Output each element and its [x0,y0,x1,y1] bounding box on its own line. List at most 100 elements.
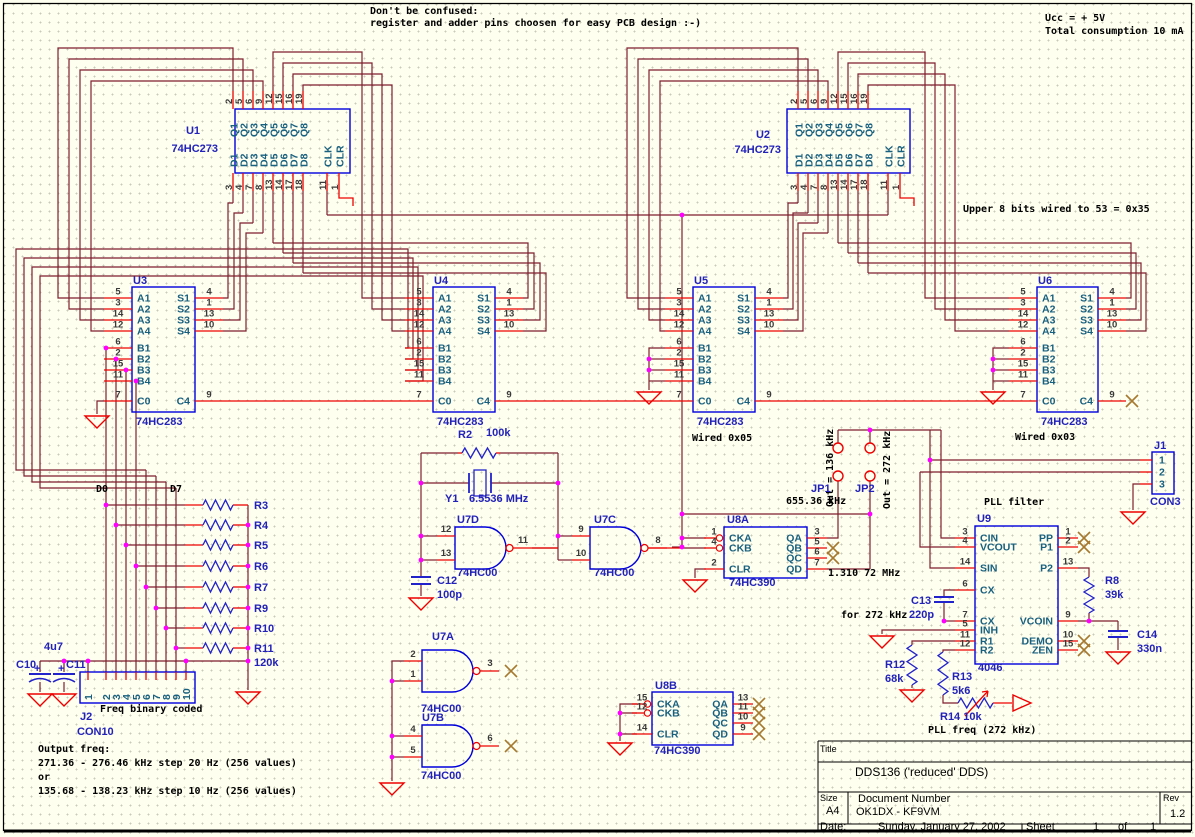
r8-ref: R8 [1105,575,1119,587]
J1-box [1151,451,1175,495]
jumper-pad [832,470,844,482]
U6-pin-label-S3: S3 [1080,315,1093,327]
no-connect-x [504,664,518,678]
U1-pin-label-CLK: CLK [323,145,335,167]
note-wired-0x05: Wired 0x05 [692,432,752,444]
U5-pin-number-13: 13 [764,309,775,320]
junction-dot [133,378,139,384]
U8B-pin-label-CKA: CKA [657,699,680,711]
U7A-pin-number-2: 2 [410,649,415,660]
junction-dot [103,502,109,508]
U2-pin-label-Q1: Q1 [794,123,806,137]
U5-pin-number-2: 2 [676,348,681,359]
U6-pin-number-5: 5 [1020,287,1026,298]
wire [694,568,706,578]
junction-dot [61,658,67,664]
title-block-doc: OK1DX - KF9VM [856,806,940,818]
U5-pin-label-B1: B1 [698,343,712,355]
junction-dot [646,356,652,362]
U4-pin-label-A4: A4 [438,326,452,338]
resistor-symbol [202,538,234,552]
U6-pin-number-3: 3 [1020,298,1025,309]
u1-part: 74HC273 [172,143,218,155]
U8B-pin-label-CLR: CLR [657,729,679,741]
junction-dot [389,733,395,739]
U2-pin-number-7: 7 [809,185,820,190]
U3-pin-label-B4: B4 [137,376,151,388]
U8B-box [651,691,734,746]
resistor-symbol [202,641,234,655]
title-block-date: Sunday, January 27, 2002 [878,821,1006,833]
J1-pin-label-2: 2 [1159,467,1165,479]
no-connect-x [1125,394,1139,408]
U4-box [432,286,496,413]
U3-pin-number-13: 13 [204,309,215,320]
junction-dot [123,367,129,373]
U4-pin-number-13: 13 [504,309,515,320]
junction-dot [245,658,251,664]
U4-pin-label-C0: C0 [438,396,452,408]
u3-ref: U3 [133,275,147,287]
wire [827,481,839,539]
U7B-pin-number-out: 6 [487,733,492,744]
U6-pin-number-7: 7 [1020,390,1025,401]
wire [911,640,955,645]
wire [942,695,958,704]
no-connect-x [752,716,766,730]
r5-ref: R5 [254,540,268,552]
U3-pin-number-4: 4 [206,287,212,298]
U8A-pin-label-QB: QB [786,543,802,555]
U2-pin-label-CLK: CLK [884,145,896,167]
wire [302,84,405,332]
U4-pin-number-12: 12 [414,320,425,331]
wire [867,84,1009,332]
U1-pin-number-19: 19 [294,93,305,104]
r4-ref: R4 [254,520,269,532]
U6-pin-number-10: 10 [1107,320,1118,331]
wire [783,212,808,310]
wire [940,430,955,539]
c10-plus: + [34,663,40,675]
u1-ref: U1 [186,125,200,137]
wire [223,232,263,332]
U1-pin-label-D1: D1 [229,153,241,167]
U1-pin-label-Q5: Q5 [269,123,281,137]
U4-pin-number-11: 11 [414,370,425,381]
ground-symbol [407,597,435,611]
U5-pin-number-5: 5 [676,287,682,298]
y1-value: 6.5536 MHz [469,493,529,505]
wire [837,51,1009,299]
c13-value: 220p [909,609,934,621]
r12-value: 68k [885,673,904,685]
note-output-freq-3: or [38,772,50,783]
U9-pin-label-DEMO: DEMO [1022,636,1054,648]
note-output-freq-1: Output freq: [38,744,110,755]
U6-pin-number-9: 9 [1109,390,1114,401]
ground-symbol [378,782,406,796]
ground-symbol [83,415,111,429]
U5-pin-label-A2: A2 [698,304,712,316]
U8A-invert-bubble [715,544,724,552]
U4-pin-label-B4: B4 [438,376,452,388]
U1-pin-label-D3: D3 [249,153,261,167]
U6-pin-label-B3: B3 [1042,365,1056,377]
U8B-pin-number-11: 11 [738,702,749,713]
U6-pin-number-1: 1 [1109,298,1115,309]
U9-pin-label-CX: CX [980,585,995,597]
U2-pin-number-1: 1 [891,184,902,190]
junction-dot [133,563,139,569]
U9-pin-number-10: 10 [1063,630,1074,641]
U8A-pin-label-QA: QA [786,533,802,545]
u3-part: 74HC283 [136,416,182,428]
U4-pin-label-B1: B1 [438,343,452,355]
note-consumption: Total consumption 10 mA [1045,25,1183,37]
u9-part: 4046 [978,662,1002,674]
j2-part: CON10 [77,726,114,738]
wire [15,248,409,471]
U1-pin-number-5: 5 [234,98,245,104]
U9-pin-label-VCOIN: VCOIN [1020,616,1053,628]
title-block-doc_label: Document Number [858,793,951,805]
junction-dot [245,542,251,548]
U8A-pin-number-3: 3 [814,527,819,538]
